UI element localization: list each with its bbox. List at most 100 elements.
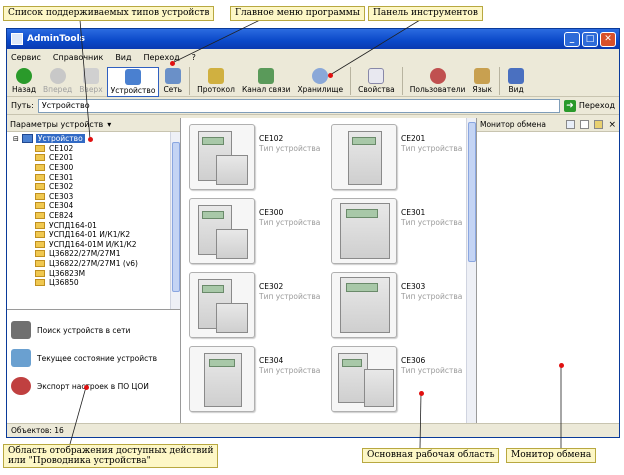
menu-view[interactable]: Вид [115,52,132,62]
tree-item-label: УСПД164-01 И/К1/К2 [49,230,131,240]
toolbar-separator [499,67,501,95]
folder-icon [35,279,45,287]
tile-name: CE201 [401,134,426,143]
monitor-close-icon[interactable]: × [608,119,616,130]
tree-item[interactable]: Ц36822/27М/27М1 (v6) [7,259,180,269]
folder-icon [35,231,45,239]
forward-arrow-icon [49,68,66,84]
work-area-scrollbar[interactable] [466,118,476,424]
device-params-header[interactable]: Параметры устройств ▾ [7,118,180,132]
tree-item[interactable]: CE302 [7,182,180,192]
view-button[interactable]: Вид [504,67,528,95]
language-button[interactable]: Язык [469,67,495,95]
device-label: Устройство [110,86,156,95]
storage-button[interactable]: Хранилище [294,67,346,95]
tile-name: CE303 [401,282,426,291]
close-button[interactable]: ✕ [600,31,616,47]
channel-button[interactable]: Канал связи [239,67,294,95]
minimize-button[interactable]: _ [564,31,580,47]
path-input[interactable]: Устройство [37,98,560,113]
binoculars-icon [11,321,31,339]
export-icon [11,377,31,395]
back-arrow-icon [16,68,32,84]
protocol-button[interactable]: Протокол [194,67,238,95]
tree-item-label: Ц36822/27М/27М1 (v6) [49,259,138,269]
action-search-devices[interactable]: Поиск устройств в сети [11,316,176,344]
users-button[interactable]: Пользователи [407,67,469,95]
clear-icon[interactable] [594,120,604,129]
forward-button[interactable]: Вперед [40,67,75,95]
action-device-status[interactable]: Текущее состояние устройств [11,344,176,372]
up-button[interactable]: Вверх [76,67,105,95]
tree-item[interactable]: CE102 [7,144,180,154]
tree-item[interactable]: CE301 [7,172,180,182]
tree-item[interactable]: CE201 [7,153,180,163]
meter-image [189,346,255,412]
network-button[interactable]: Сеть [160,67,185,95]
tree-item-label: УСПД164-01М И/К1/К2 [49,239,137,249]
device-params-label: Параметры устройств [10,120,104,129]
callout-dot-menu [170,61,175,66]
page-icon[interactable] [580,120,590,129]
meter-image [331,272,397,338]
device-button[interactable]: Устройство [106,67,160,97]
folder-icon [35,202,45,210]
tree-scrollbar[interactable] [170,132,180,309]
main-area: Параметры устройств ▾ ⊟ Устройство CE102… [7,118,619,424]
properties-icon [368,68,385,84]
callout-dot-monitor [559,363,564,368]
maximize-button[interactable]: □ [582,31,598,47]
action-label: Поиск устройств в сети [37,325,131,335]
meter-image [189,124,255,190]
tree-item[interactable]: CE300 [7,163,180,173]
tree-item[interactable]: УСПД164-01М И/К1/К2 [7,240,180,250]
save-icon[interactable] [566,120,576,129]
tree-item-label: CE201 [49,153,74,163]
tree-scroll-thumb[interactable] [172,142,180,292]
back-button[interactable]: Назад [9,67,39,95]
window-title: AdminTools [27,34,86,44]
storage-label: Хранилище [297,85,344,94]
channel-icon [258,68,275,84]
menu-navigate[interactable]: Переход [143,52,180,62]
toolbar-separator [189,67,191,95]
action-export-settings[interactable]: Экспорт настроек в ПО ЦОИ [11,372,176,400]
tree-item[interactable]: CE304 [7,201,180,211]
tree-item[interactable]: CE303 [7,192,180,202]
tile-type: Тип устройства [259,366,321,375]
meter-image [331,346,397,412]
tree-item-label: CE102 [49,143,74,153]
view-label: Вид [508,85,524,94]
work-area-scroll-thumb[interactable] [468,122,476,262]
tile-type: Тип устройства [259,144,321,153]
tree-item[interactable]: Ц36823М [7,268,180,278]
tile-name: CE302 [259,282,284,291]
collapse-icon[interactable]: ⊟ [13,134,19,143]
tile-type: Тип устройства [401,218,463,227]
language-icon [474,68,491,84]
go-button[interactable]: ➜ Переход [563,99,615,112]
forward-label: Вперед [43,85,73,94]
properties-button[interactable]: Свойства [355,67,398,95]
tree-item[interactable]: Ц36822/27М/27М1 [7,249,180,259]
tree-item[interactable]: УСПД164-01 [7,220,180,230]
callout-dot-work [419,391,424,396]
folder-icon [35,144,45,152]
tree-item[interactable]: Ц36850 [7,278,180,288]
tree-item[interactable]: УСПД164-01 И/К1/К2 [7,230,180,240]
tree-root[interactable]: ⊟ Устройство [7,134,180,144]
menu-service[interactable]: Сервис [11,52,41,62]
tile-type: Тип устройства [401,366,463,375]
tree-item[interactable]: CE824 [7,211,180,221]
menu-reference[interactable]: Справочник [52,52,104,62]
menu-help[interactable]: ? [191,52,196,62]
